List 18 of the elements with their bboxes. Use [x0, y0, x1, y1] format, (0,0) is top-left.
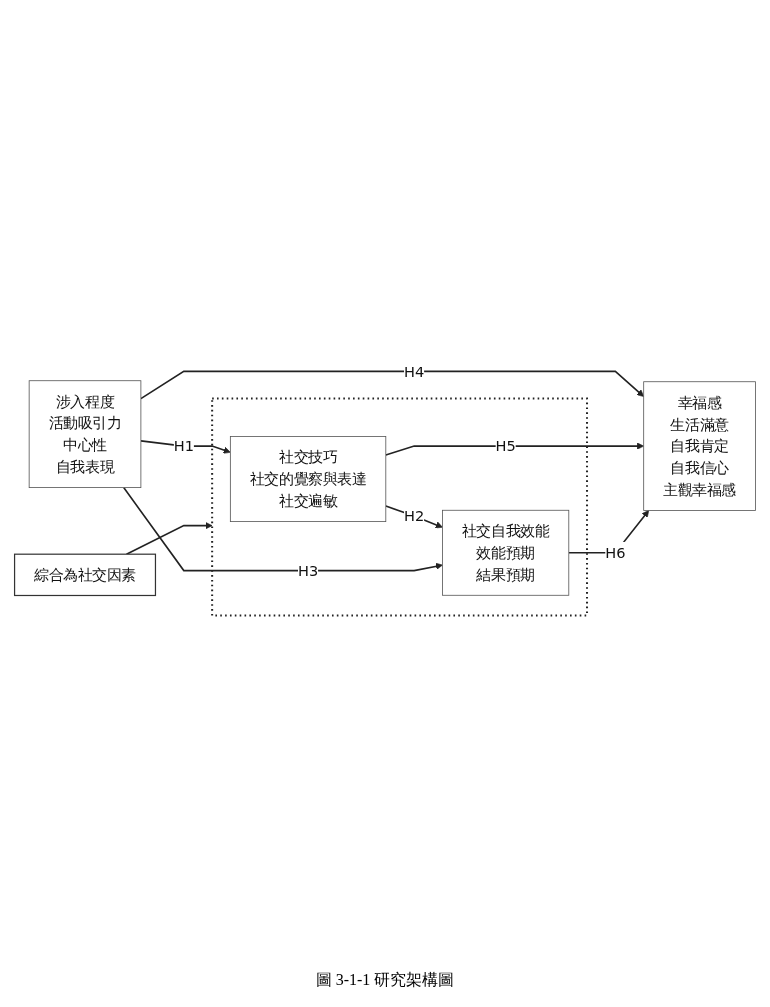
- edge-label: H3: [297, 562, 319, 580]
- edge-label: H1: [173, 437, 194, 455]
- edge-label: H6: [605, 544, 626, 562]
- edge-label: H2: [404, 507, 425, 525]
- node-box: 綜合為社交因素: [13, 553, 157, 597]
- arrow: [122, 486, 443, 572]
- edge-label: H4: [404, 362, 425, 380]
- edge-label: H5: [495, 437, 516, 455]
- node-box: 涉入程度 活動吸引力 中心性 自我表現: [28, 380, 142, 488]
- node-box: 社交技巧 社交的覺察與表達 社交遍敏: [229, 436, 387, 522]
- arrow: [140, 370, 644, 400]
- node-box: 社交自我效能 效能預期 結果預期: [442, 509, 570, 596]
- node-box: 幸福感 生活滿意 自我肯定 自我信心 主觀幸福感: [643, 381, 756, 511]
- arrow: [385, 442, 644, 456]
- arrow: [125, 522, 213, 555]
- cluster: [211, 397, 588, 617]
- figure-caption: 圖 3-1-1 研究架構圖: [315, 970, 455, 990]
- arrow: [385, 505, 443, 529]
